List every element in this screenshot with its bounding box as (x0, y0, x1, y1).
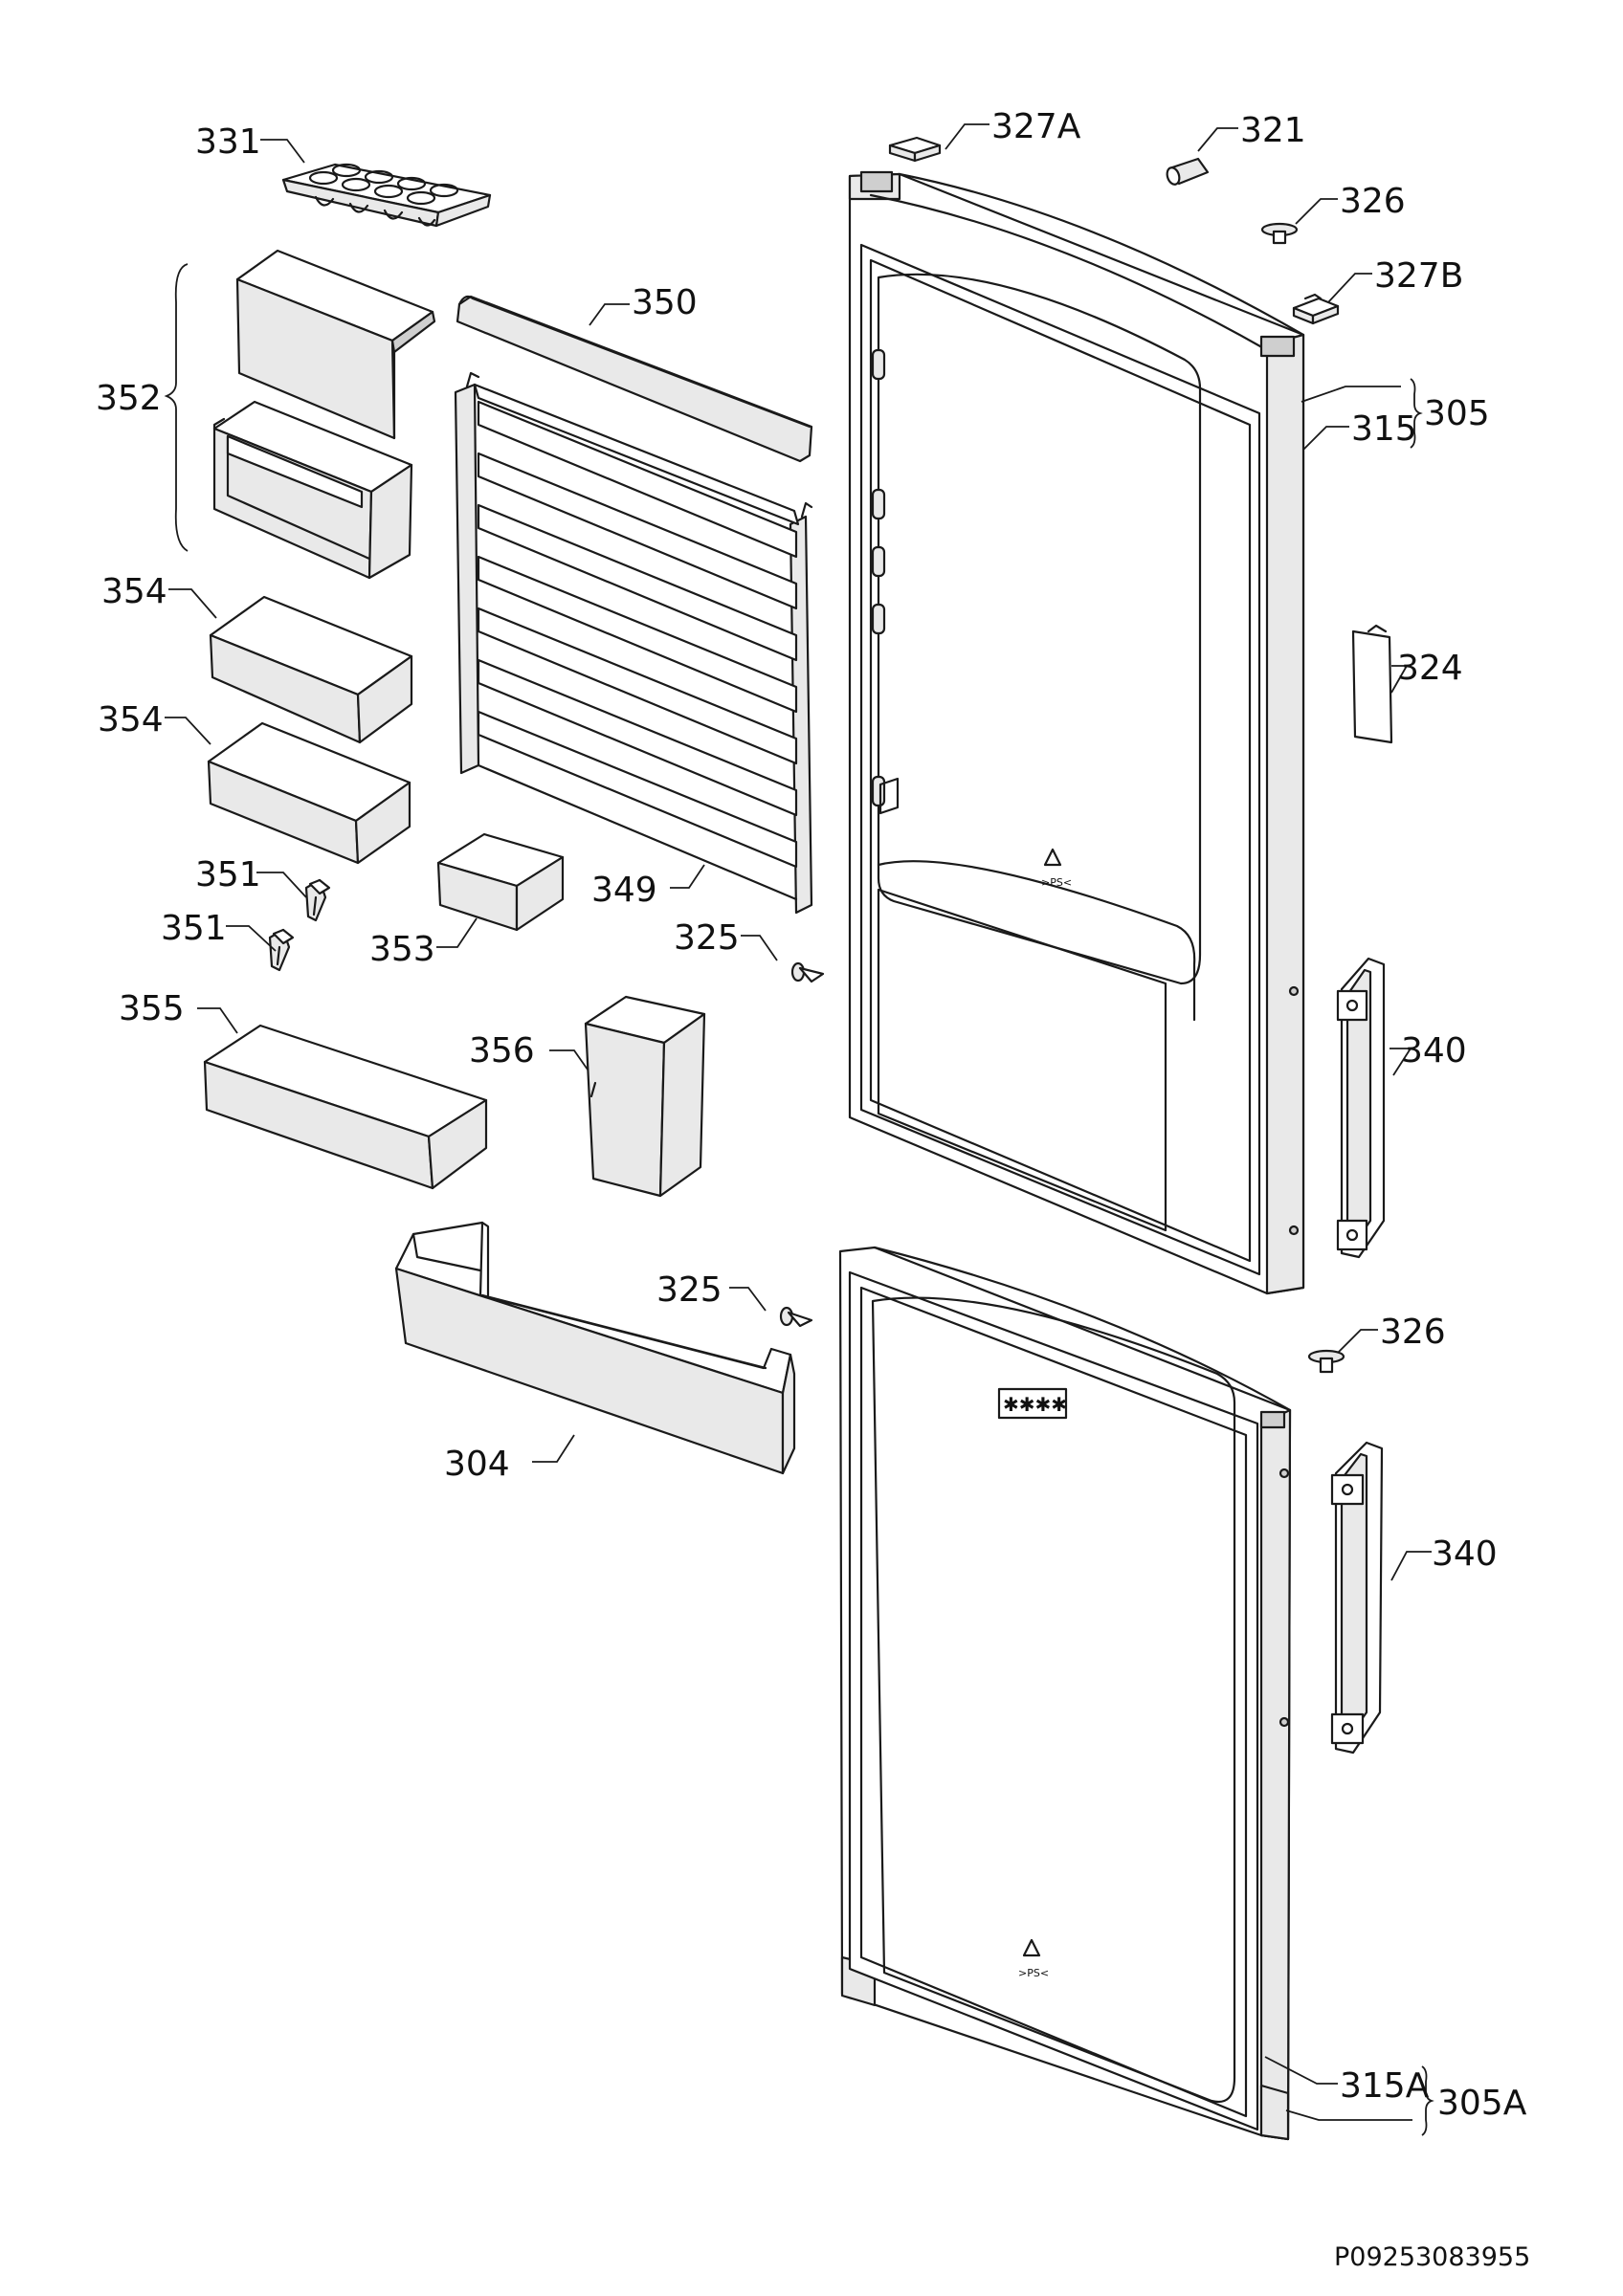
label-353: 353 (369, 930, 435, 969)
shelf-top-bar-350 (456, 295, 813, 463)
label-327B: 327B (1374, 256, 1463, 296)
handle-340-b (1330, 1441, 1384, 1755)
button-325-a (790, 961, 825, 983)
label-305A: 305A (1437, 2084, 1527, 2123)
label-324: 324 (1397, 649, 1463, 688)
label-355: 355 (119, 989, 185, 1028)
egg-tray-331 (281, 163, 492, 228)
plug-326-top (1260, 222, 1299, 245)
shelf-frame-349 (454, 371, 813, 915)
small-box-353 (436, 832, 565, 932)
label-352: 352 (96, 379, 162, 418)
label-326-top: 326 (1340, 182, 1406, 221)
dairy-box-lid-352 (235, 249, 436, 440)
label-354-a: 354 (101, 572, 167, 611)
leader-lines (165, 123, 1434, 2136)
storage-box-354-a (209, 595, 413, 744)
brace-305A (1421, 2065, 1434, 2136)
upper-door-gasket-315: >PS< (859, 243, 1300, 1276)
clip-351-b (268, 928, 295, 972)
svg-text:>PS<: >PS< (1018, 1967, 1049, 1979)
plate-324 (1351, 624, 1393, 744)
label-325-b: 325 (656, 1270, 723, 1310)
brace-305 (1410, 378, 1423, 449)
bracket-352 (164, 263, 189, 552)
part-labels: 331 327A 321 326 327B 350 352 305 315 35… (96, 107, 1527, 2123)
button-325-b (779, 1306, 813, 1328)
lower-door-gasket-315A: ✱✱✱✱ >PS< (848, 1270, 1259, 2131)
label-315A: 315A (1340, 2066, 1430, 2106)
label-340-a: 340 (1401, 1031, 1467, 1071)
svg-text:✱✱✱✱: ✱✱✱✱ (1003, 1393, 1067, 1416)
hinge-cover-327A (888, 136, 942, 163)
label-349: 349 (591, 871, 657, 910)
svg-text:>PS<: >PS< (1041, 876, 1072, 889)
pin-321 (1166, 157, 1210, 186)
label-315: 315 (1351, 409, 1417, 449)
hinge-cover-327B (1292, 293, 1340, 325)
dairy-box-body-352 (212, 400, 413, 580)
drawing-code: P09253083955 (1334, 2242, 1530, 2272)
label-326-bottom: 326 (1380, 1313, 1446, 1352)
label-350: 350 (632, 283, 698, 322)
label-304: 304 (444, 1445, 510, 1484)
plug-326-bottom (1307, 1349, 1345, 1374)
bottle-cup-356 (584, 995, 706, 1198)
label-354-b: 354 (98, 700, 164, 740)
label-325-a: 325 (674, 918, 740, 958)
label-351-a: 351 (195, 855, 261, 894)
label-351-b: 351 (161, 909, 227, 948)
clip-351-a (304, 878, 331, 922)
bottle-shelf-304 (394, 1221, 796, 1475)
label-327A: 327A (991, 107, 1081, 146)
label-321: 321 (1240, 111, 1306, 150)
label-340-b: 340 (1432, 1534, 1498, 1574)
handle-340-a (1336, 957, 1386, 1259)
label-305: 305 (1424, 394, 1490, 433)
long-box-355 (203, 1024, 488, 1190)
label-356: 356 (469, 1031, 535, 1071)
label-331: 331 (195, 122, 261, 162)
storage-box-354-b (207, 721, 411, 865)
